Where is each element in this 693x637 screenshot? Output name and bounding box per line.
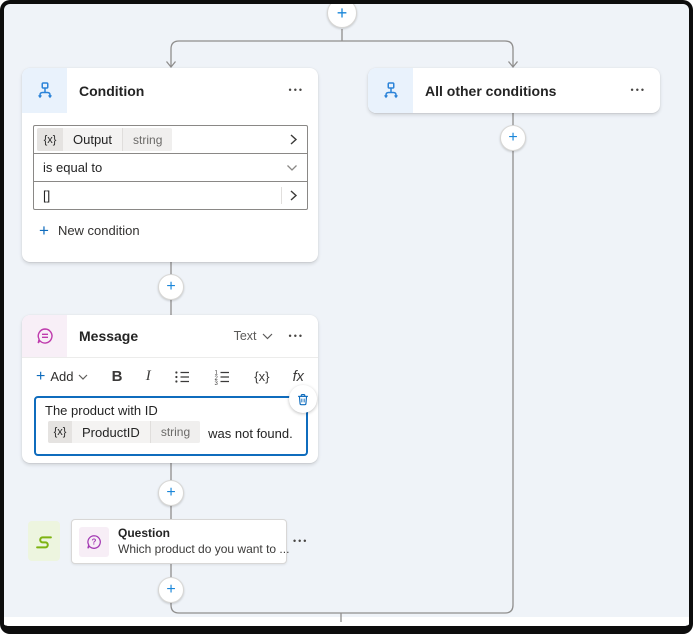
trash-icon bbox=[298, 393, 308, 405]
condition-header: Condition ••• bbox=[22, 68, 318, 113]
svg-text:1: 1 bbox=[215, 370, 219, 376]
numbered-list-button[interactable]: 1 2 3 bbox=[214, 369, 231, 385]
topic-redirect-icon[interactable] bbox=[28, 521, 60, 561]
variable-name: ProductID bbox=[72, 421, 151, 443]
question-title: Question bbox=[118, 525, 171, 540]
condition-operator-select[interactable]: is equal to bbox=[33, 153, 308, 182]
chevron-right-icon[interactable] bbox=[289, 133, 298, 146]
variable-chip[interactable]: {x} ProductID string bbox=[48, 421, 201, 443]
plus-icon: + bbox=[508, 129, 518, 146]
bold-button[interactable]: B bbox=[111, 368, 123, 385]
condition-value: [] bbox=[43, 188, 51, 203]
plus-icon: + bbox=[166, 278, 176, 295]
plus-icon: + bbox=[166, 581, 176, 598]
question-subtitle: Which product do you want to ... bbox=[118, 541, 290, 556]
add-node-button[interactable]: + bbox=[158, 577, 184, 603]
new-condition-button[interactable]: + New condition bbox=[39, 222, 140, 239]
field-divider bbox=[281, 187, 282, 204]
variable-badge: {x} bbox=[37, 128, 63, 151]
italic-button[interactable]: I bbox=[145, 368, 151, 384]
message-text-editor[interactable]: The product with ID {x} ProductID string… bbox=[34, 396, 308, 456]
chevron-down-icon bbox=[286, 164, 298, 172]
chevron-right-icon[interactable] bbox=[289, 189, 298, 202]
add-node-button[interactable]: + bbox=[158, 480, 184, 506]
message-node[interactable]: Message Text ••• + Add B bbox=[22, 315, 318, 463]
add-node-button[interactable]: + bbox=[500, 125, 526, 151]
add-label: Add bbox=[50, 369, 74, 384]
plus-icon: + bbox=[36, 367, 46, 385]
message-text-suffix: was not found. bbox=[208, 426, 293, 441]
variable-type: string bbox=[150, 421, 201, 443]
message-header: Message Text ••• bbox=[22, 315, 318, 357]
plus-icon: + bbox=[39, 221, 49, 240]
condition-title: Condition bbox=[79, 82, 145, 99]
message-mode-dropdown[interactable]: Text bbox=[234, 329, 273, 343]
variable-type: string bbox=[123, 128, 173, 151]
message-mode-value: Text bbox=[233, 329, 257, 343]
svg-text:3: 3 bbox=[215, 381, 219, 385]
all-other-conditions-title: All other conditions bbox=[425, 82, 557, 99]
add-node-button-top[interactable]: + bbox=[327, 3, 357, 28]
branch-icon bbox=[22, 68, 67, 113]
svg-text:2: 2 bbox=[215, 376, 219, 382]
question-icon: ? bbox=[79, 526, 109, 557]
condition-value-field[interactable]: [] bbox=[33, 181, 308, 210]
more-menu-icon[interactable]: ••• bbox=[288, 85, 304, 95]
all-other-conditions-node[interactable]: All other conditions ••• bbox=[368, 68, 660, 113]
delete-message-button[interactable] bbox=[289, 385, 317, 413]
more-menu-icon[interactable]: ••• bbox=[630, 85, 646, 95]
question-texts: Question Which product do you want to ..… bbox=[118, 526, 289, 557]
condition-variable-field[interactable]: {x} Output string bbox=[33, 125, 308, 154]
bullet-list-button[interactable] bbox=[174, 369, 191, 385]
more-menu-icon[interactable]: ••• bbox=[288, 330, 304, 341]
more-menu-icon[interactable]: ••• bbox=[293, 536, 309, 546]
branch-icon bbox=[368, 68, 413, 113]
variable-chip: {x} Output string bbox=[37, 128, 173, 151]
chevron-down-icon bbox=[79, 374, 88, 380]
question-node[interactable]: ? Question Which product do you want to … bbox=[71, 519, 289, 564]
condition-rows: {x} Output string is equal to bbox=[33, 125, 308, 210]
insert-variable-button[interactable]: {x} bbox=[254, 369, 270, 384]
new-condition-label: New condition bbox=[57, 223, 140, 238]
chevron-down-icon bbox=[262, 333, 272, 339]
variable-badge: {x} bbox=[48, 421, 72, 443]
add-node-button[interactable]: + bbox=[158, 274, 184, 300]
message-toolbar: + Add B I bbox=[22, 357, 318, 395]
message-text-line1: The product with ID bbox=[45, 403, 158, 418]
plus-icon: + bbox=[336, 3, 348, 23]
message-text-line2: {x} ProductID string was not found. bbox=[45, 421, 297, 443]
operator-value: is equal to bbox=[43, 160, 103, 175]
svg-text:?: ? bbox=[91, 537, 96, 546]
condition-node[interactable]: Condition ••• {x} Output string bbox=[22, 68, 318, 262]
variable-name: Output bbox=[63, 128, 124, 151]
canvas-bottom-edge bbox=[4, 617, 689, 626]
message-icon bbox=[22, 315, 67, 357]
formula-button[interactable]: fx bbox=[292, 368, 304, 385]
plus-icon: + bbox=[166, 484, 176, 501]
add-content-button[interactable]: + Add bbox=[36, 367, 88, 385]
message-title: Message bbox=[79, 328, 139, 344]
